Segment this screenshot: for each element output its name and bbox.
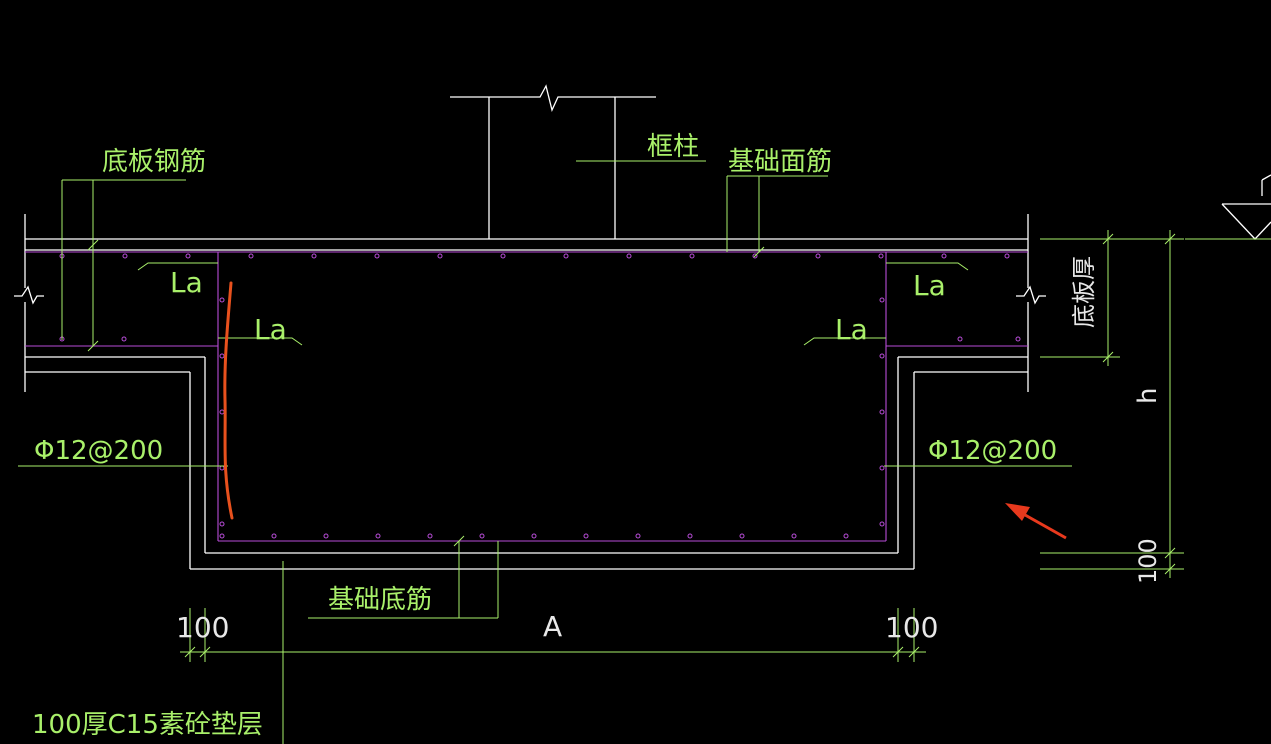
rebar-dot (311, 253, 317, 259)
rebar-dot (219, 521, 225, 527)
dim-100-right-label: 100 (885, 611, 938, 644)
concrete-outline (14, 84, 1271, 570)
rebar-dots (59, 253, 1021, 539)
rebar-dot (219, 297, 225, 303)
rebar-dot (791, 533, 797, 539)
rebar-dot (635, 533, 641, 539)
rebar-dot (185, 253, 191, 259)
rebar-dot (879, 353, 885, 359)
rebar-dot (739, 533, 745, 539)
anchor-right-top-label: La (913, 269, 946, 302)
rebar-dot (248, 253, 254, 259)
anchor-left-top-label: La (170, 266, 203, 299)
rebar-dot (375, 533, 381, 539)
dim-a-label: A (543, 610, 562, 643)
rebar-dot (879, 521, 885, 527)
rebar-dot (687, 533, 693, 539)
markup-curve (223, 281, 234, 520)
cushion-layer-label: 100厚C15素砼垫层 (32, 710, 263, 740)
rebar-dot (957, 336, 963, 342)
rebar-lines (25, 251, 1028, 542)
foundation-bottom-rebar-label: 基础底筋 (328, 585, 432, 615)
rebar-dot (1015, 336, 1021, 342)
rebar-dot (437, 253, 443, 259)
rebar-dot (878, 253, 884, 259)
rebar-dot (1004, 253, 1010, 259)
height-label: h (1133, 388, 1163, 404)
rebar-dot (583, 533, 589, 539)
dim-100-left-label: 100 (176, 611, 229, 644)
rebar-dot (563, 253, 569, 259)
anchor-left-inner-label: La (254, 313, 287, 346)
rebar-dot (219, 409, 225, 415)
rebar-dot (479, 533, 485, 539)
rebar-dot (271, 533, 277, 539)
slab-rebar-label: 底板钢筋 (102, 147, 206, 177)
arrow-icon (1005, 503, 1067, 540)
foundation-top-rebar-label: 基础面筋 (728, 147, 832, 177)
rebar-dot (219, 465, 225, 471)
dim-100-vertical-label: 100 (1134, 538, 1162, 584)
frame-column-label: 框柱 (647, 132, 699, 162)
rebar-dot (879, 297, 885, 303)
rebar-dot (122, 253, 128, 259)
rebar-dot (879, 465, 885, 471)
side-rebar-right-label: Φ12@200 (928, 436, 1057, 466)
rebar-dot (815, 253, 821, 259)
rebar-dot (374, 253, 380, 259)
side-rebar-left-label: Φ12@200 (34, 436, 163, 466)
rebar-dot (219, 533, 225, 539)
rebar-dot (879, 409, 885, 415)
rebar-dot (843, 533, 849, 539)
rebar-dot (323, 533, 329, 539)
rebar-dot (219, 353, 225, 359)
rebar-dot (689, 253, 695, 259)
rebar-dot (121, 336, 127, 342)
rebar-dot (427, 533, 433, 539)
rebar-dot (752, 253, 758, 259)
rebar-dot (941, 253, 947, 259)
rebar-dot (531, 533, 537, 539)
rebar-dot (626, 253, 632, 259)
slab-thickness-label: 底板厚 (1070, 256, 1098, 328)
rebar-dot (500, 253, 506, 259)
anchor-right-inner-label: La (835, 313, 868, 346)
annotation-lines (18, 160, 1271, 744)
